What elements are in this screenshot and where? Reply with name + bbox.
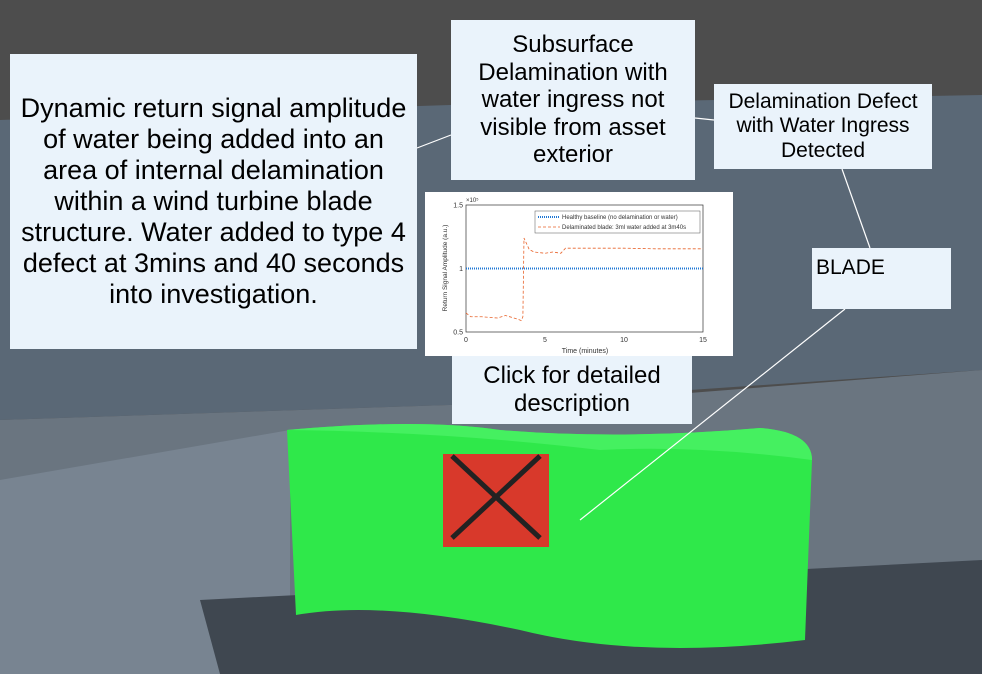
- leader-line: [579, 308, 846, 521]
- legend: Healthy baseline (no delamination or wat…: [534, 210, 701, 234]
- x-axis-label: Time (minutes): [562, 348, 608, 355]
- leader-line: [416, 134, 452, 149]
- x-tick-label: 5: [543, 337, 547, 344]
- leader-line: [841, 168, 871, 249]
- x-tick-label: 0: [464, 337, 468, 344]
- detailed-description-button[interactable]: Click for detailed description: [452, 356, 692, 424]
- signal-chart[interactable]: Return Signal Amplitude (a.u.) Time (min…: [425, 192, 733, 356]
- legend-entry: Delaminated blade: 3ml water added at 3m…: [562, 225, 686, 231]
- legend-entry: Healthy baseline (no delamination or wat…: [562, 215, 678, 221]
- delaminated-blade-line: [465, 237, 703, 322]
- y-tick-label: 1: [459, 266, 463, 273]
- blade-label: BLADE: [812, 248, 951, 309]
- x-tick-label: 15: [699, 337, 707, 344]
- signal-description-label: Dynamic return signal amplitude of water…: [10, 54, 417, 349]
- subsurface-delamination-label: Subsurface Delamination with water ingre…: [451, 20, 695, 180]
- blade-model[interactable]: [287, 424, 812, 648]
- defect-marker[interactable]: [443, 454, 549, 547]
- y-tick-label: 1.5: [453, 203, 463, 210]
- defect-detected-label: Delamination Defect with Water Ingress D…: [714, 84, 932, 169]
- leader-line: [694, 117, 715, 121]
- y-axis-label: Return Signal Amplitude (a.u.): [442, 225, 449, 312]
- x-tick-label: 10: [620, 337, 628, 344]
- y-tick-label: 0.5: [453, 330, 463, 337]
- axis-exponent: ×10⁵: [466, 197, 479, 204]
